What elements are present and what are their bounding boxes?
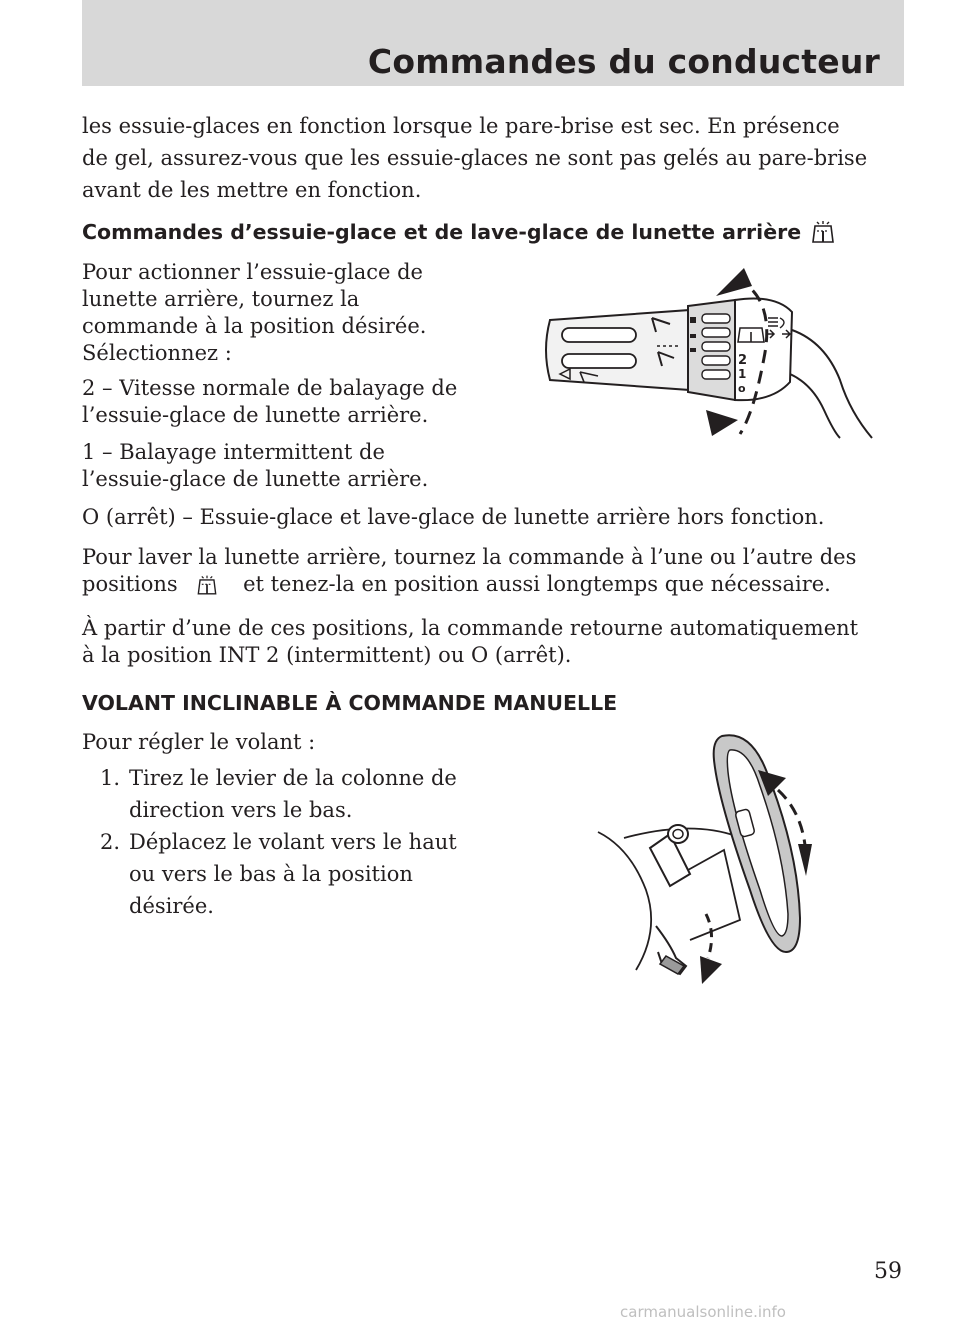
wiper-stalk-illustration: 2 1 o <box>545 268 873 439</box>
stalk-slot-upper <box>561 327 637 343</box>
rear-p5-positions: positions <box>82 572 178 596</box>
arrow-up-icon <box>716 268 752 296</box>
rear-p1-line-2: lunette arrière, tournez la <box>82 287 360 311</box>
steering-wheel-illustration <box>597 734 812 984</box>
heading-text: Commandes d’essuie-glace et de lave-glac… <box>82 220 802 244</box>
tilt-intro: Pour régler le volant : <box>82 730 316 754</box>
intro-line-3: avant de les mettre en fonction. <box>82 178 422 202</box>
step-1-line-1: Tirez le levier de la colonne de <box>129 766 457 790</box>
stalk-slot-lower <box>561 353 637 369</box>
page-title: Commandes du conducteur <box>367 42 880 81</box>
lever-pull-arc <box>704 913 713 959</box>
rear-p5-line-1: Pour laver la lunette arrière, tournez l… <box>82 545 857 569</box>
step-number: 1. <box>100 766 121 790</box>
rear-washer-icon <box>197 575 217 594</box>
rear-washer-icon <box>812 221 835 243</box>
arrow-down-icon <box>706 410 738 436</box>
rotation-arc <box>735 276 769 435</box>
rear-washer-symbol <box>737 327 765 343</box>
arrow-down-icon <box>700 956 722 984</box>
section-heading-tilt-wheel: VOLANT INCLINABLE À COMMANDE MANUELLE <box>82 691 618 715</box>
step-text: Tirez le levier de la colonne de directi… <box>129 762 489 826</box>
label-position-2: 2 <box>738 353 747 368</box>
step-2-line-2: ou vers le bas à la position <box>129 862 413 886</box>
arrow-down-icon <box>798 844 812 876</box>
rear-p2-line-2: l’essuie-glace de lunette arrière. <box>82 403 429 427</box>
rear-p4: O (arrêt) – Essuie-glace et lave-glace d… <box>82 505 825 529</box>
rear-p1-line-4: Sélectionnez : <box>82 341 232 365</box>
source-watermark: carmanualsonline.info <box>620 1303 786 1321</box>
label-position-1: 1 <box>738 367 746 381</box>
rear-p5-rest: et tenez-la en position aussi longtemps … <box>243 572 831 596</box>
rear-p3-line-1: 1 – Balayage intermittent de <box>82 440 385 464</box>
step-text: Déplacez le volant vers le haut ou vers … <box>129 826 489 922</box>
arrow-up-icon <box>758 770 786 796</box>
step-1-line-2: direction vers le bas. <box>129 798 353 822</box>
list-item-step-1: 1. Tirez le levier de la colonne de dire… <box>100 762 500 826</box>
step-2-line-1: Déplacez le volant vers le haut <box>129 830 457 854</box>
intro-line-2: de gel, assurez-vous que les essuie-glac… <box>82 146 868 170</box>
list-item-step-2: 2. Déplacez le volant vers le haut ou ve… <box>100 826 500 922</box>
rear-p6-line-2: à la position INT 2 (intermittent) ou O … <box>82 643 572 667</box>
rear-p2-line-1: 2 – Vitesse normale de balayage de <box>82 376 458 400</box>
rear-p6-line-1: À partir d’une de ces positions, la comm… <box>82 616 859 640</box>
rear-p1-line-1: Pour actionner l’essuie-glace de <box>82 260 423 284</box>
label-position-0: o <box>738 382 746 395</box>
rear-p1-line-3: commande à la position désirée. <box>82 314 427 338</box>
header-band: Commandes du conducteur <box>82 0 904 86</box>
step-2-line-3: désirée. <box>129 894 214 918</box>
rear-p5-line-2: positions et tenez-la en position aussi … <box>82 568 831 600</box>
rear-p3-line-2: l’essuie-glace de lunette arrière. <box>82 467 429 491</box>
step-number: 2. <box>100 830 121 854</box>
intro-line-1: les essuie-glaces en fonction lorsque le… <box>82 114 840 138</box>
page-number: 59 <box>874 1259 902 1284</box>
section-heading-rear-wiper: Commandes d’essuie-glace et de lave-glac… <box>82 218 838 248</box>
